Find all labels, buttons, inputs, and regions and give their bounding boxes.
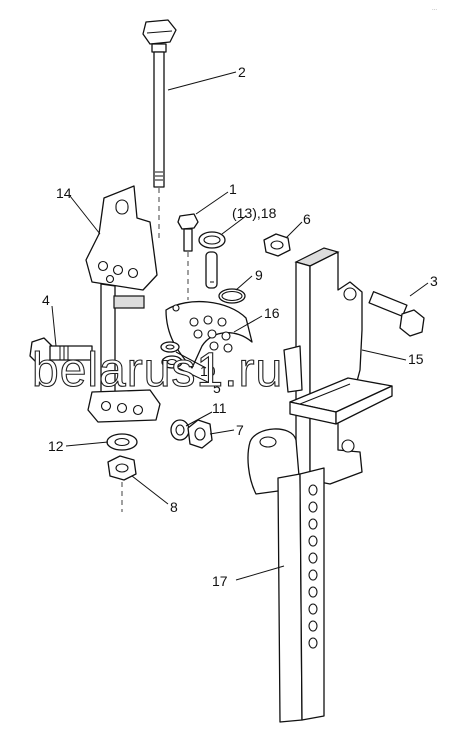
small-bolt-part-1 (177, 213, 199, 300)
corner-mark: ... (432, 6, 437, 12)
callout-2: 2 (238, 64, 246, 80)
callout-12: 12 (48, 438, 64, 454)
perforated-bar-part-17 (277, 467, 325, 723)
lower-bracket-plate (87, 389, 161, 423)
long-bolt-part-2 (142, 19, 177, 240)
side-bolt-part-4 (29, 337, 93, 365)
washer-part-12 (106, 433, 138, 451)
pin-part-18 (198, 231, 226, 289)
callout-17: 17 (212, 573, 228, 589)
callout-7: 7 (236, 422, 244, 438)
callout-1: 1 (229, 181, 237, 197)
callout-15: 15 (408, 351, 424, 367)
nut-part-6 (263, 233, 291, 257)
right-bolt-part-3 (368, 291, 425, 337)
nut-part-7 (187, 419, 213, 449)
leader-lines (51, 71, 429, 581)
callout-4: 4 (42, 292, 50, 308)
callout-9: 9 (255, 267, 263, 283)
lock-washer-part-11 (170, 419, 190, 441)
washer-part-5 (161, 355, 183, 369)
washer-part-10 (160, 341, 180, 353)
callout-6: 6 (303, 211, 311, 227)
callout-13-18: (13),18 (232, 205, 277, 221)
callout-5: 5 (213, 380, 221, 396)
curved-plate-part-16 (165, 300, 253, 369)
callout-14: 14 (56, 185, 72, 201)
retaining-ring-inner (221, 290, 243, 302)
housing-part-15 (283, 247, 393, 485)
callout-3: 3 (430, 273, 438, 289)
callout-8: 8 (170, 499, 178, 515)
watermark-text: belarus1.ru (32, 344, 283, 397)
callout-10: 10 (200, 363, 216, 379)
callout-16: 16 (264, 305, 280, 321)
nut-part-8 (107, 455, 137, 512)
callout-11: 11 (212, 400, 227, 416)
